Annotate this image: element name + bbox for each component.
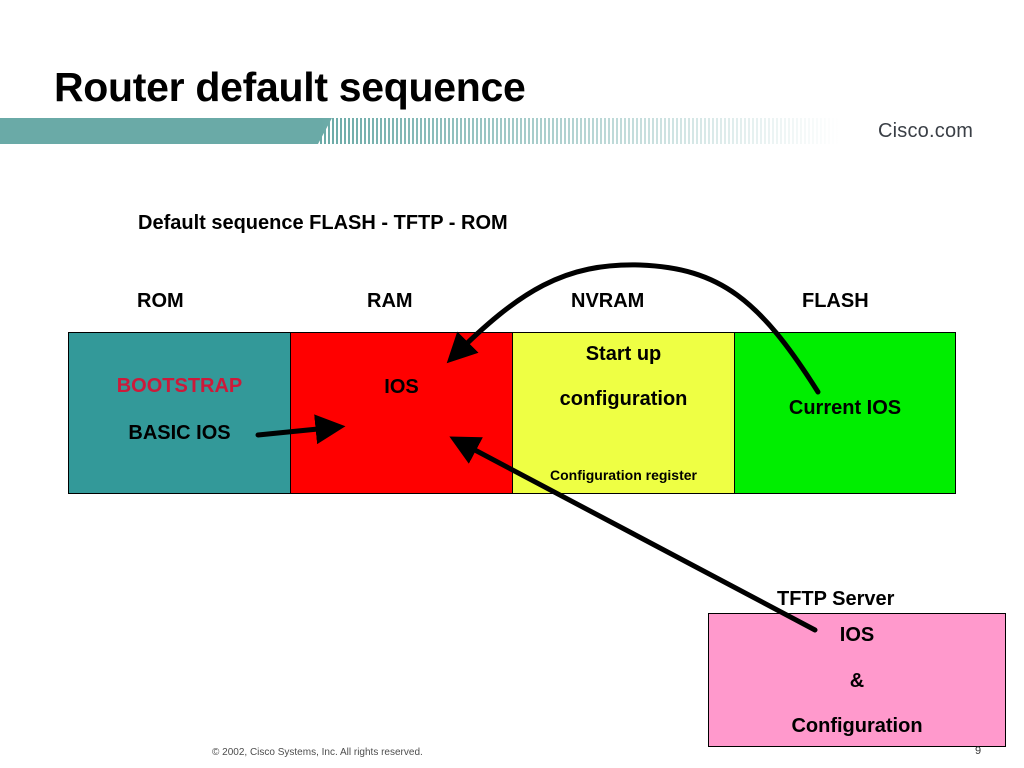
tftp-ampersand-text: & bbox=[849, 670, 865, 692]
rom-box: BOOTSTRAP BASIC IOS bbox=[68, 332, 291, 494]
flash-label: FLASH bbox=[802, 290, 869, 312]
nvram-box: Start up configuration Configuration reg… bbox=[512, 332, 735, 494]
tftp-server-label: TFTP Server bbox=[777, 588, 895, 610]
header-bar bbox=[0, 118, 840, 144]
tftp-server-box: IOS & Configuration bbox=[708, 613, 1006, 747]
current-ios-text: Current IOS bbox=[788, 397, 902, 419]
slide-title: Router default sequence bbox=[54, 64, 526, 110]
nvram-label: NVRAM bbox=[571, 290, 645, 312]
copyright-footer: © 2002, Cisco Systems, Inc. All rights r… bbox=[212, 747, 423, 758]
diagram-subtitle: Default sequence FLASH - TFTP - ROM bbox=[138, 212, 508, 234]
page-number: 9 bbox=[975, 745, 982, 757]
bootstrap-text: BOOTSTRAP bbox=[116, 375, 243, 397]
configuration-text: configuration bbox=[559, 388, 688, 410]
startup-text: Start up bbox=[585, 343, 662, 365]
ram-label: RAM bbox=[367, 290, 413, 312]
tftp-configuration-text: Configuration bbox=[791, 715, 923, 737]
ram-box: IOS bbox=[290, 332, 513, 494]
tftp-ios-text: IOS bbox=[839, 624, 875, 646]
rom-label: ROM bbox=[137, 290, 184, 312]
cisco-logo: Cisco.com bbox=[878, 120, 974, 142]
configuration-register-text: Configuration register bbox=[549, 467, 697, 483]
ram-ios-text: IOS bbox=[384, 376, 419, 398]
flash-box: Current IOS bbox=[734, 332, 956, 494]
basic-ios-text: BASIC IOS bbox=[128, 422, 231, 444]
